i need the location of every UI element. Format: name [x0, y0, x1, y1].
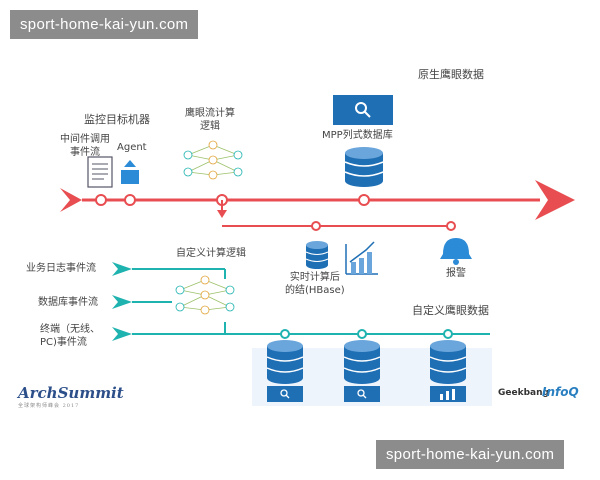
branch-arrow-icon	[217, 210, 227, 218]
flow-node	[358, 194, 370, 206]
watermark-bottom: sport-home-kai-yun.com	[376, 440, 565, 469]
search-icon	[344, 386, 380, 402]
label-terminal-flow: 终端（无线、 PC)事件流	[40, 324, 100, 348]
label-monitor-target: 监控目标机器	[84, 113, 150, 126]
agent-icon	[121, 160, 139, 184]
archsummit-logo: ArchSummit 全球架构师峰会 2017	[18, 384, 124, 409]
document-icon	[87, 156, 113, 188]
label-db-event-flow: 数据库事件流	[38, 297, 98, 308]
database-icon	[305, 241, 329, 269]
flow-node	[124, 194, 136, 206]
flow-node	[95, 194, 107, 206]
database-icon	[344, 147, 384, 187]
geekbang-logo: Geekbang	[498, 388, 549, 398]
label-stream-calc: 鹰眼流计算 逻辑	[185, 108, 235, 132]
bar-chart-icon	[345, 241, 378, 275]
flow-arrowhead-icon	[535, 180, 575, 220]
flow-tail-icon	[60, 188, 82, 212]
search-icon	[267, 386, 303, 402]
custom-calc-network-icon	[175, 275, 235, 315]
stream-calc-network-icon	[183, 140, 243, 180]
label-mpp-db: MPP列式数据库	[322, 130, 393, 141]
input-arrow-icon	[112, 262, 132, 276]
label-middleware-flow: 中间件调用 事件流	[60, 134, 110, 158]
database-icon	[343, 340, 381, 384]
label-realtime-result: 实时计算后 的结(HBase)	[285, 272, 345, 296]
bell-icon	[440, 238, 472, 265]
label-eagle-original: 原生鹰眼数据	[418, 68, 484, 81]
input-arrow-icon	[112, 327, 132, 341]
label-agent: Agent	[117, 142, 147, 153]
search-icon	[333, 95, 393, 125]
flow-node	[446, 221, 456, 231]
label-custom-eagle: 自定义鹰眼数据	[412, 304, 489, 317]
label-biz-log-flow: 业务日志事件流	[26, 263, 96, 274]
bar-chart-icon	[430, 386, 466, 402]
label-custom-calc: 自定义计算逻辑	[176, 248, 246, 259]
database-icon	[266, 340, 304, 384]
database-icon	[429, 340, 467, 384]
flow-node	[311, 221, 321, 231]
label-alert: 报警	[446, 268, 466, 279]
input-arrow-icon	[112, 295, 132, 309]
watermark-top: sport-home-kai-yun.com	[10, 10, 199, 39]
infoq-logo: InfoQ	[542, 385, 579, 399]
